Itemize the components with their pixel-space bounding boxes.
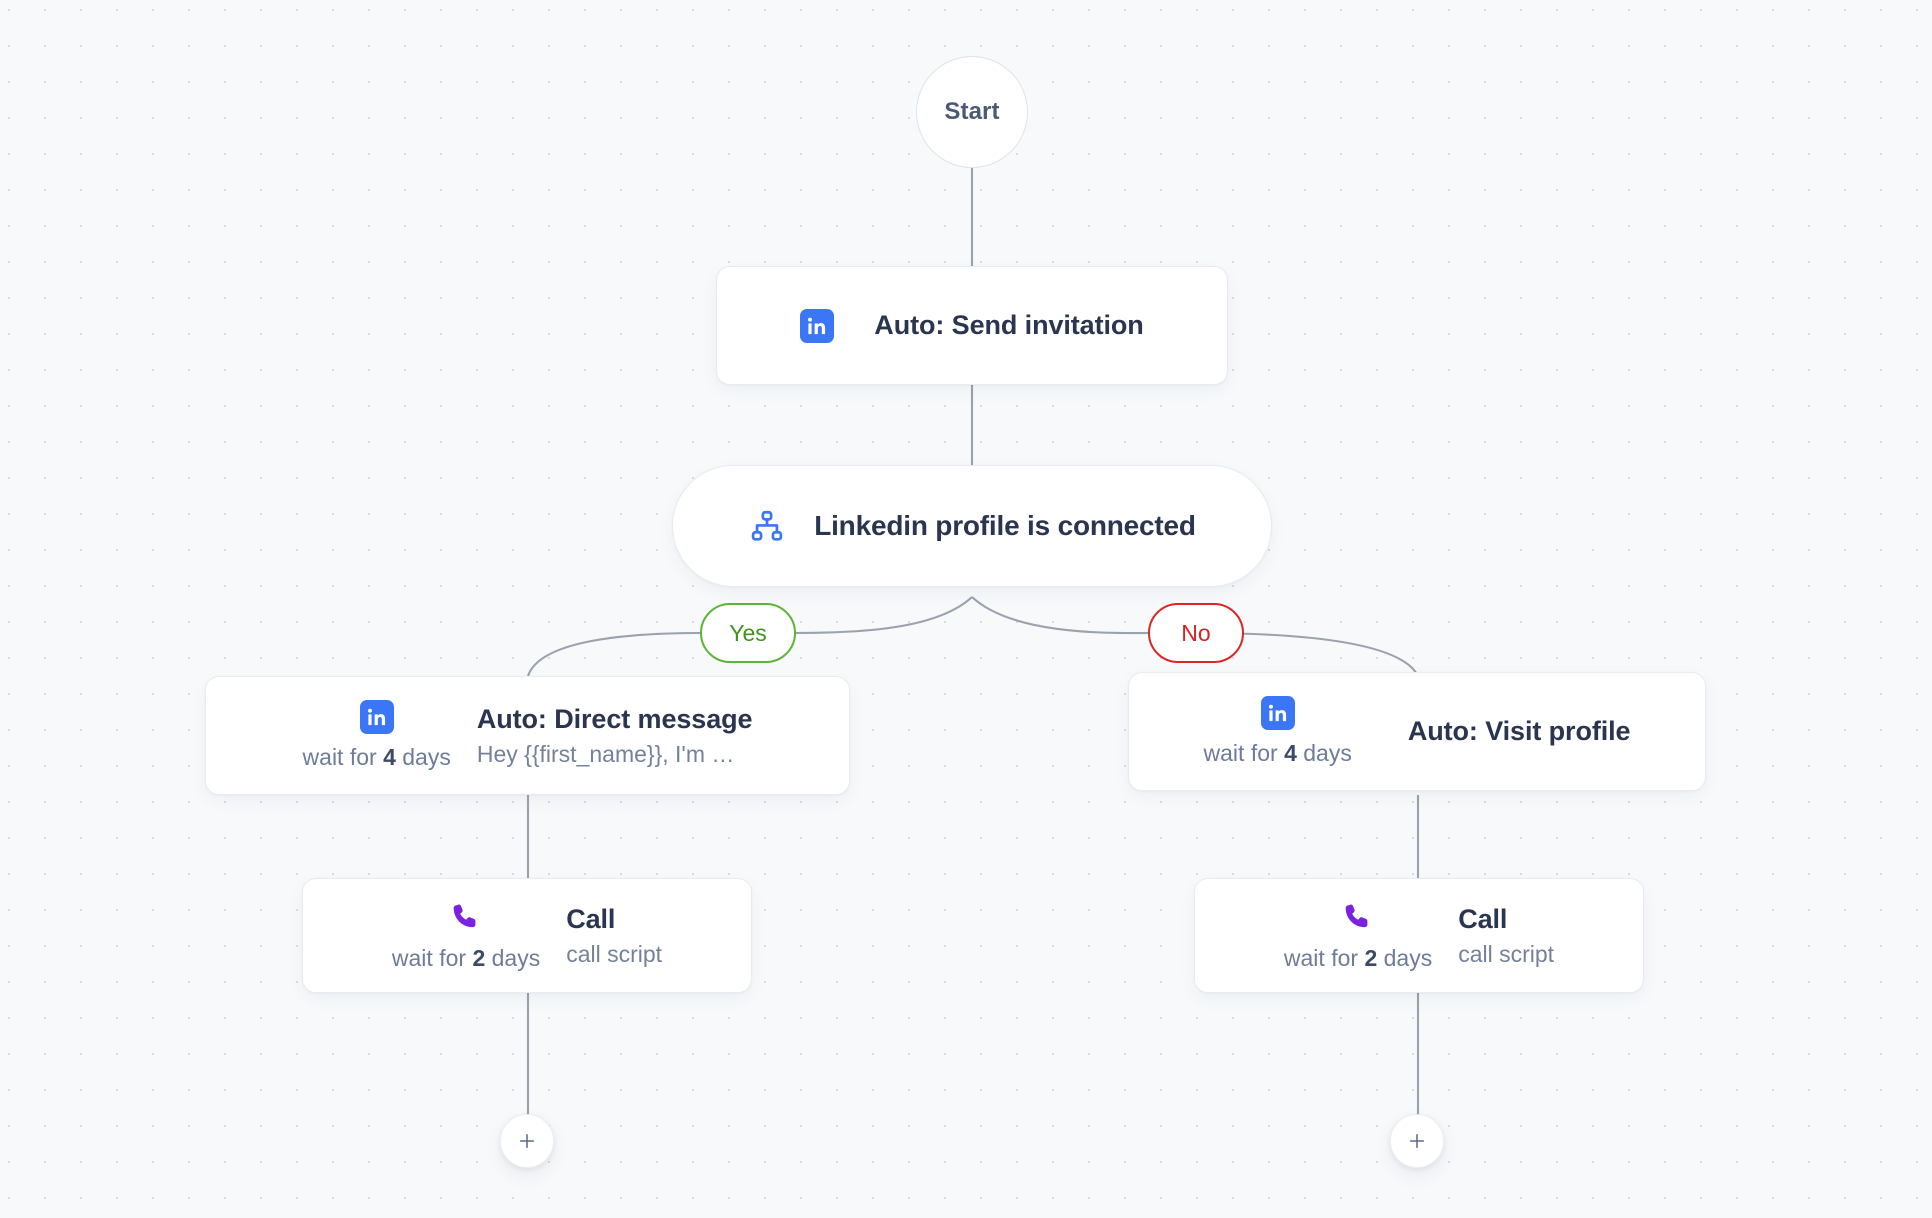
visit-profile-wait: wait for 4 days <box>1203 740 1352 766</box>
direct-message-title: Auto: Direct message <box>476 703 753 734</box>
plus-icon <box>516 1130 538 1152</box>
call-right-body: Call call script <box>1458 904 1554 968</box>
edge-yes-to-direct-message <box>527 631 701 677</box>
call-left-wait: wait for 2 days <box>391 945 541 971</box>
node-call-right[interactable]: wait for 2 days Call call script <box>1194 878 1644 993</box>
condition-title: Linkedin profile is connected <box>814 510 1196 541</box>
node-condition-linkedin-connected[interactable]: Linkedin profile is connected <box>672 465 1272 587</box>
branch-badge-no[interactable]: No <box>1148 603 1244 663</box>
phone-icon <box>448 899 484 935</box>
plus-icon <box>1406 1130 1428 1152</box>
node-call-left[interactable]: wait for 2 days Call call script <box>302 878 752 993</box>
hierarchy-icon <box>748 507 786 545</box>
phone-icon <box>1340 899 1376 935</box>
call-right-meta: wait for 2 days <box>1284 899 1432 972</box>
node-direct-message[interactable]: wait for 4 days Auto: Direct message Hey… <box>205 676 850 795</box>
branch-badge-yes[interactable]: Yes <box>700 603 796 663</box>
branch-badge-no-label: No <box>1181 619 1211 646</box>
linkedin-icon <box>1260 696 1295 730</box>
call-left-meta: wait for 2 days <box>392 899 540 972</box>
add-step-button-right[interactable] <box>1390 1114 1444 1168</box>
node-send-invitation[interactable]: Auto: Send invitation <box>716 266 1228 385</box>
call-left-title: Call <box>566 903 616 934</box>
linkedin-icon <box>359 700 394 734</box>
add-step-button-left[interactable] <box>500 1114 554 1168</box>
edge-condition-to-no <box>971 596 1149 635</box>
visit-profile-meta: wait for 4 days <box>1204 696 1352 767</box>
visit-profile-body: Auto: Visit profile <box>1378 716 1631 747</box>
call-right-title: Call <box>1458 903 1508 934</box>
direct-message-wait: wait for 4 days <box>302 744 451 770</box>
call-right-subtitle: call script <box>1458 940 1555 967</box>
call-right-wait: wait for 2 days <box>1283 945 1433 971</box>
node-visit-profile[interactable]: wait for 4 days Auto: Visit profile <box>1128 672 1706 791</box>
branch-badge-yes-label: Yes <box>729 619 767 646</box>
start-label: Start <box>944 98 1000 125</box>
direct-message-subtitle: Hey {{first_name}}, I'm … <box>476 740 735 767</box>
call-left-subtitle: call script <box>566 940 663 967</box>
call-left-body: Call call script <box>566 904 662 968</box>
start-node[interactable]: Start <box>916 56 1028 168</box>
send-invitation-title: Auto: Send invitation <box>874 310 1144 340</box>
direct-message-body: Auto: Direct message Hey {{first_name}},… <box>477 704 753 768</box>
visit-profile-title: Auto: Visit profile <box>1407 716 1631 746</box>
linkedin-icon <box>800 308 835 343</box>
direct-message-meta: wait for 4 days <box>303 700 451 771</box>
